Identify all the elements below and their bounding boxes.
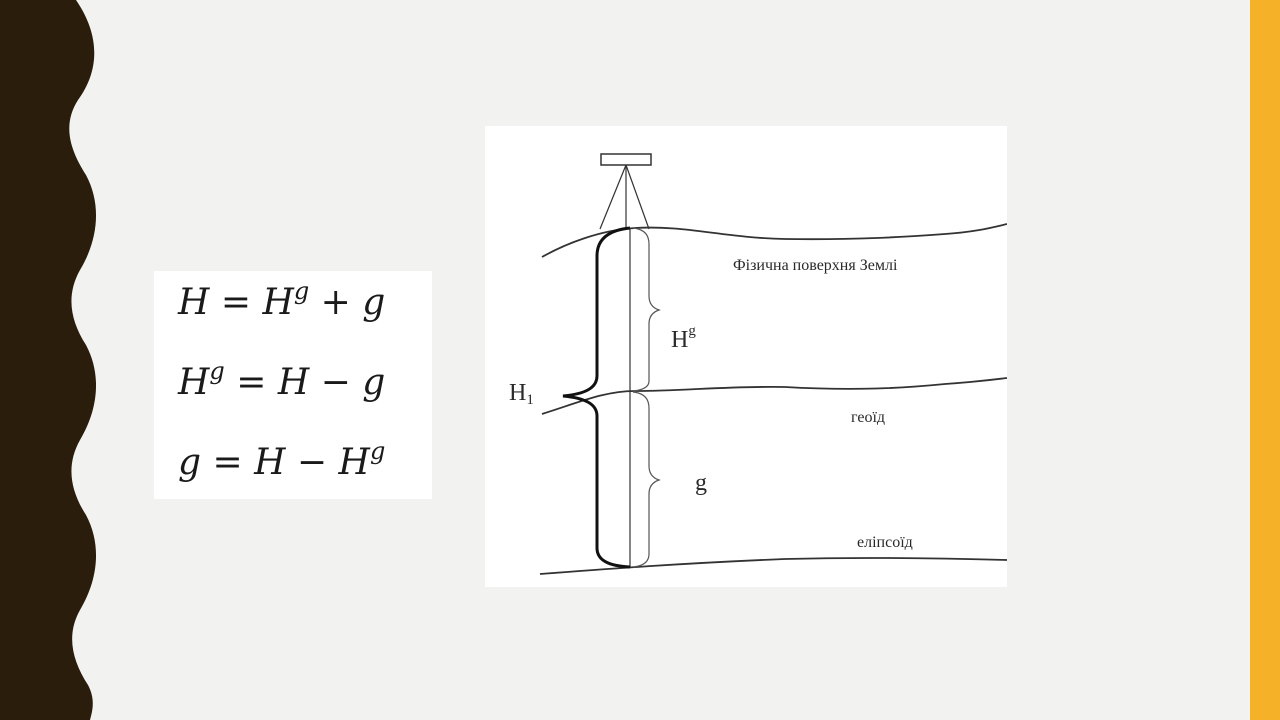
- left-wavy-band: [0, 0, 97, 720]
- h1-label: H1: [509, 380, 534, 408]
- tripod-leg-left: [599, 164, 627, 230]
- hg-label: Hg: [671, 323, 696, 353]
- geodetic-height-diagram: Фізична поверхня Землі геоїд еліпсоїд H1…: [485, 126, 1007, 587]
- formula-3-middle-sup: g: [369, 437, 386, 465]
- formula-1-lhs: H: [178, 282, 210, 323]
- physical-surface-curve: [541, 223, 1007, 258]
- formula-2-middle: = H − g: [224, 362, 386, 403]
- brace-hg: [632, 227, 661, 392]
- formula-geoid-height: Hg = H − g: [178, 359, 386, 403]
- geoid-curve: [541, 377, 1007, 415]
- formula-1-middle-sup: g: [293, 277, 310, 305]
- surface-label: Фізична поверхня Землі: [733, 257, 898, 274]
- ellipsoid-curve: [539, 557, 1007, 575]
- formula-2-lhs-sup: g: [209, 357, 225, 385]
- formula-3-middle: = H − H: [201, 442, 370, 483]
- formula-panel: H = Hg + g Hg = H − g g = H − Hg: [154, 271, 432, 499]
- tripod-leg-right: [625, 164, 650, 230]
- brace-h1: [562, 226, 631, 569]
- ellipsoid-label: еліпсоїд: [857, 534, 913, 551]
- formula-1-middle: = H: [209, 282, 294, 323]
- formula-2-lhs: H: [178, 362, 210, 403]
- formula-height-sum: H = Hg + g: [178, 279, 386, 323]
- formula-3-lhs: g: [178, 442, 202, 483]
- instrument-icon: [600, 153, 652, 166]
- left-band-shape: [0, 0, 97, 720]
- formula-geoid-undulation: g = H − Hg: [178, 439, 385, 483]
- formula-1-rhs: + g: [309, 282, 386, 323]
- g-label: g: [695, 470, 707, 496]
- right-accent-bar: [1250, 0, 1280, 720]
- brace-g: [632, 391, 661, 568]
- geoid-label: геоїд: [851, 409, 885, 426]
